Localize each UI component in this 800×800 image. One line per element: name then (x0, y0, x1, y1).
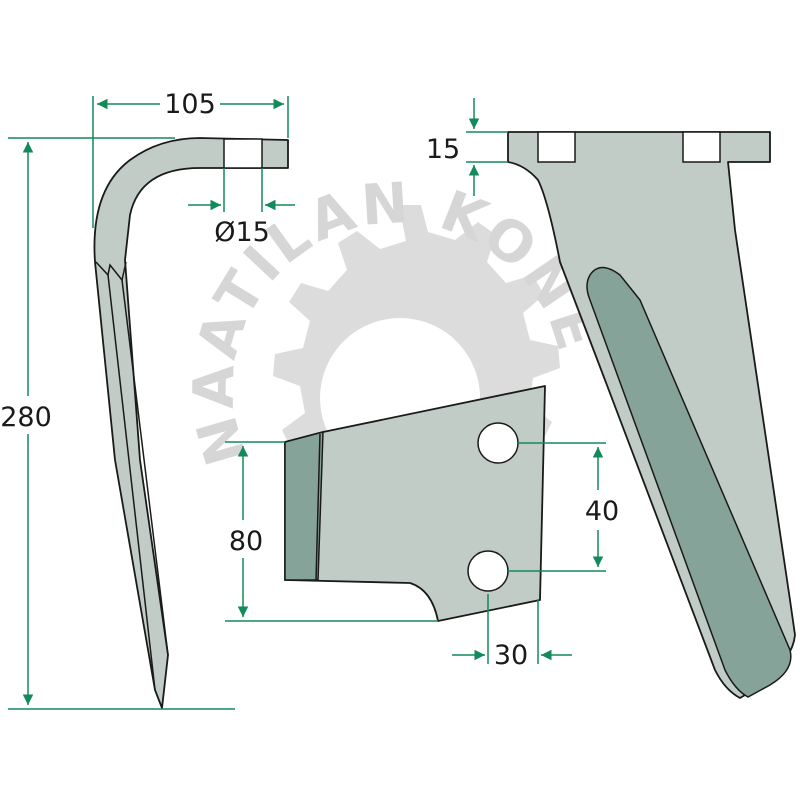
blade-shadow-face (586, 266, 792, 698)
upper-bolt-hole (477, 422, 519, 464)
mounting-plate-view (284, 385, 546, 622)
front-profile-view (507, 131, 796, 699)
dimension-30: 30 (452, 594, 572, 671)
dimension-40: 40 (508, 442, 619, 572)
mounting-plate-bevel (284, 431, 324, 581)
dimension-label-40: 40 (585, 496, 619, 527)
dimension-diameter-15: Ø15 (188, 168, 295, 248)
dimension-80: 80 (225, 441, 438, 622)
dimension-label-105: 105 (164, 89, 216, 120)
side-profile-edge (95, 261, 127, 282)
dimension-label-80: 80 (229, 526, 263, 557)
hook-hole (223, 138, 263, 169)
flange-hole-right (682, 131, 721, 163)
dimension-label-diameter-15: Ø15 (214, 217, 270, 248)
flange-hole-left (537, 131, 576, 163)
side-profile-view (93, 137, 289, 709)
side-profile-bevel (107, 274, 169, 691)
plate-bevel-line (315, 433, 321, 581)
dimension-15: 15 (426, 98, 508, 196)
tine-side-profile (93, 137, 289, 709)
mounting-plate (284, 385, 546, 622)
dimension-label-15: 15 (426, 134, 460, 165)
dimension-105: 105 (92, 89, 289, 228)
dimension-label-280: 280 (0, 402, 52, 433)
dimension-label-30: 30 (494, 640, 528, 671)
dimension-280: 280 (0, 137, 235, 710)
lower-bolt-hole (467, 550, 509, 592)
